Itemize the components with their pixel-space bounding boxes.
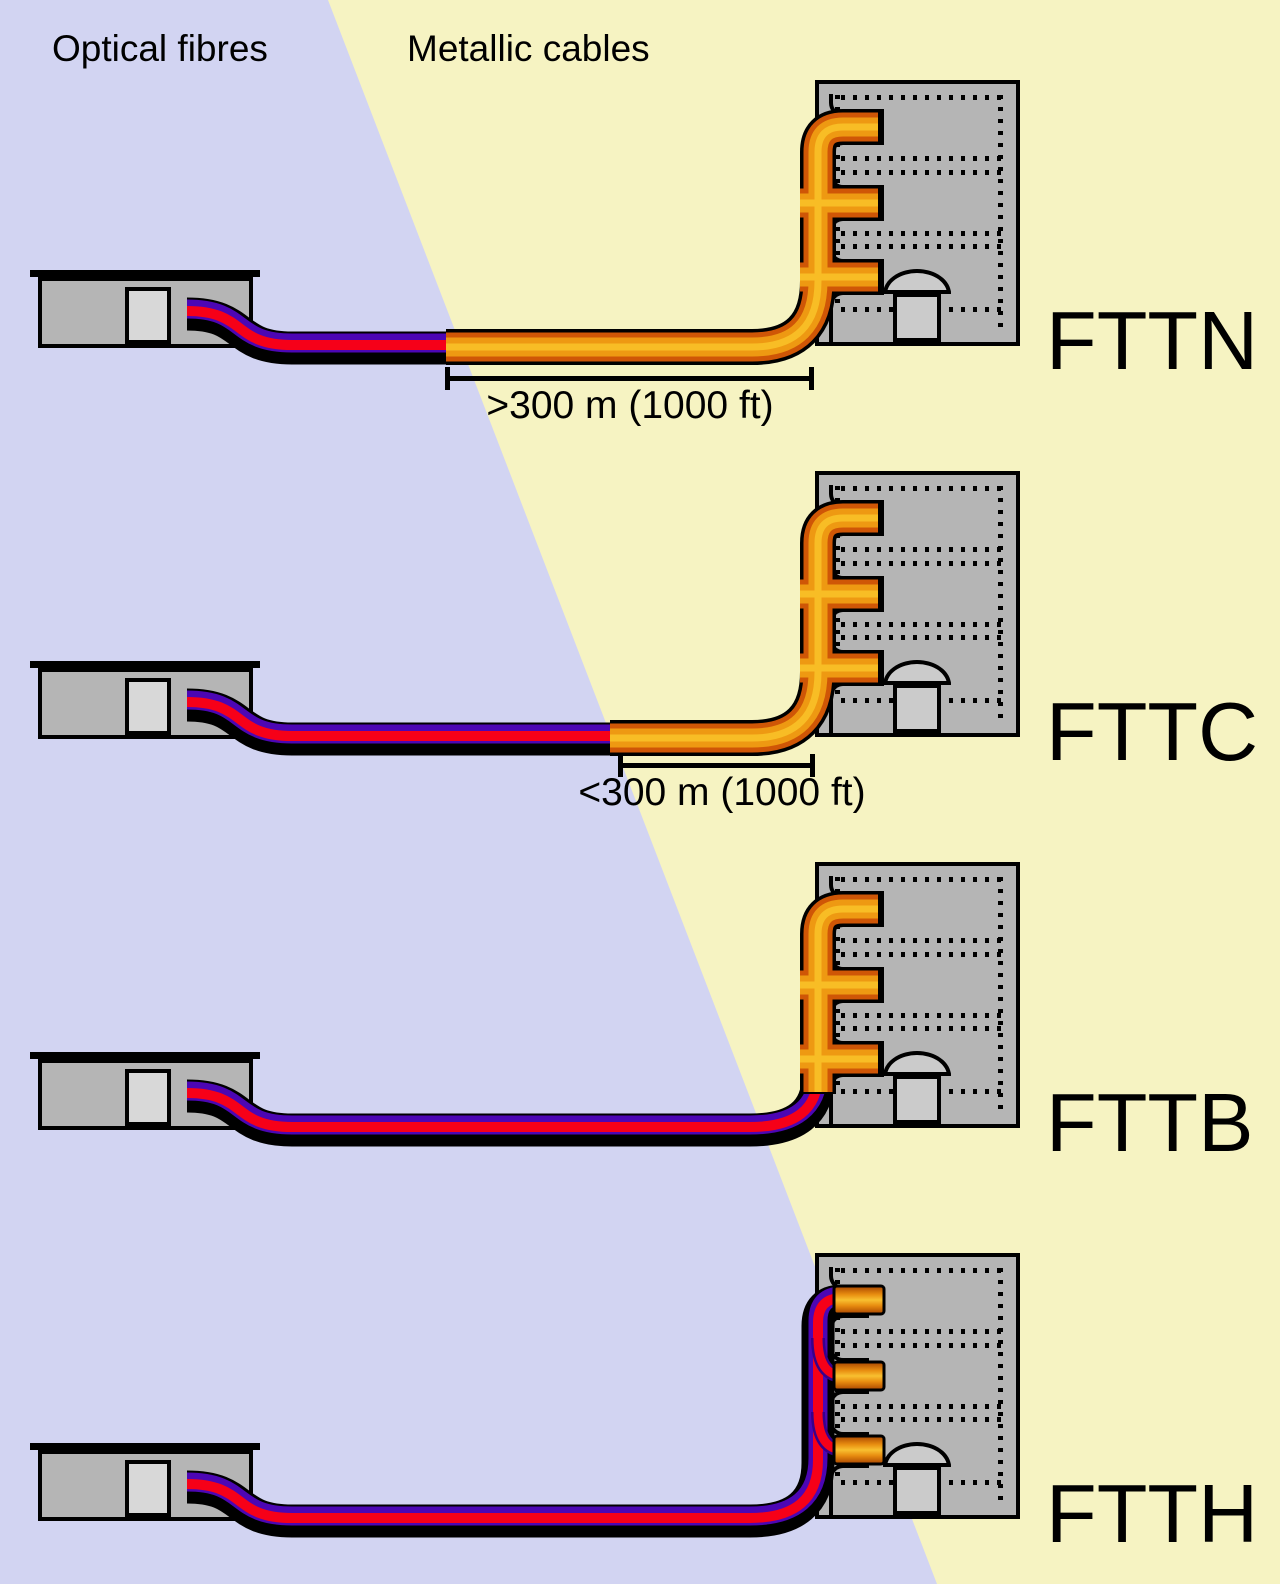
customer-building-fttb <box>815 862 1020 1128</box>
window-dots <box>835 486 840 702</box>
measurement-text-fttc: <300 m (1000 ft) <box>578 771 866 814</box>
window-dots <box>829 486 1003 491</box>
window-dots <box>829 95 1003 100</box>
central-office-fttc <box>30 661 260 739</box>
entrance-dome <box>883 1051 951 1076</box>
building-door <box>893 1075 941 1124</box>
window-dots <box>829 244 1003 249</box>
row-label-fttb: FTTB <box>1046 1076 1254 1169</box>
window-dots <box>835 95 840 311</box>
window-dots <box>998 877 1003 1115</box>
window-dots <box>829 156 1003 161</box>
office-body <box>38 1450 253 1521</box>
central-office-fttn <box>30 270 260 348</box>
customer-building-fttn <box>815 80 1020 346</box>
office-door <box>125 678 171 735</box>
window-dots <box>829 952 1003 957</box>
window-dots <box>829 1268 1003 1273</box>
window-dots <box>835 877 840 1093</box>
office-roof <box>30 270 260 277</box>
window-dots <box>835 1268 840 1484</box>
window-dots <box>829 170 1003 175</box>
measurement-line <box>447 376 812 381</box>
measurement-line <box>620 763 813 768</box>
customer-building-fttc <box>815 471 1020 737</box>
office-roof <box>30 1443 260 1450</box>
window-dots <box>829 1417 1003 1422</box>
window-dots <box>829 231 1003 236</box>
office-body <box>38 1059 253 1130</box>
customer-building-ftth <box>815 1253 1020 1519</box>
window-dots <box>829 1013 1003 1018</box>
central-office-fttb <box>30 1052 260 1130</box>
office-door <box>125 1460 171 1517</box>
entrance-dome <box>883 660 951 685</box>
office-door <box>125 287 171 344</box>
window-dots <box>829 877 1003 882</box>
window-dots <box>829 1343 1003 1348</box>
window-dots <box>829 622 1003 627</box>
window-dots <box>829 561 1003 566</box>
office-roof <box>30 1052 260 1059</box>
building-door <box>893 293 941 342</box>
building-door <box>893 684 941 733</box>
office-body <box>38 668 253 739</box>
window-dots <box>829 1329 1003 1334</box>
entrance-dome <box>883 269 951 294</box>
legend-metallic-cables: Metallic cables <box>407 28 650 69</box>
central-office-ftth <box>30 1443 260 1521</box>
row-label-ftth: FTTH <box>1046 1467 1259 1560</box>
window-dots <box>829 635 1003 640</box>
building-door <box>893 1466 941 1515</box>
window-dots <box>829 1026 1003 1031</box>
measurement-text-fttn: >300 m (1000 ft) <box>486 384 774 427</box>
entrance-dome <box>883 1442 951 1467</box>
office-roof <box>30 661 260 668</box>
window-dots <box>829 1404 1003 1409</box>
window-dots <box>998 486 1003 724</box>
legend-optical-fibres: Optical fibres <box>52 28 268 69</box>
window-dots <box>829 547 1003 552</box>
row-label-fttc: FTTC <box>1046 685 1259 778</box>
row-label-fttn: FTTN <box>1046 294 1259 387</box>
window-dots <box>998 1268 1003 1506</box>
office-body <box>38 277 253 348</box>
office-door <box>125 1069 171 1126</box>
window-dots <box>829 938 1003 943</box>
window-dots <box>998 95 1003 333</box>
